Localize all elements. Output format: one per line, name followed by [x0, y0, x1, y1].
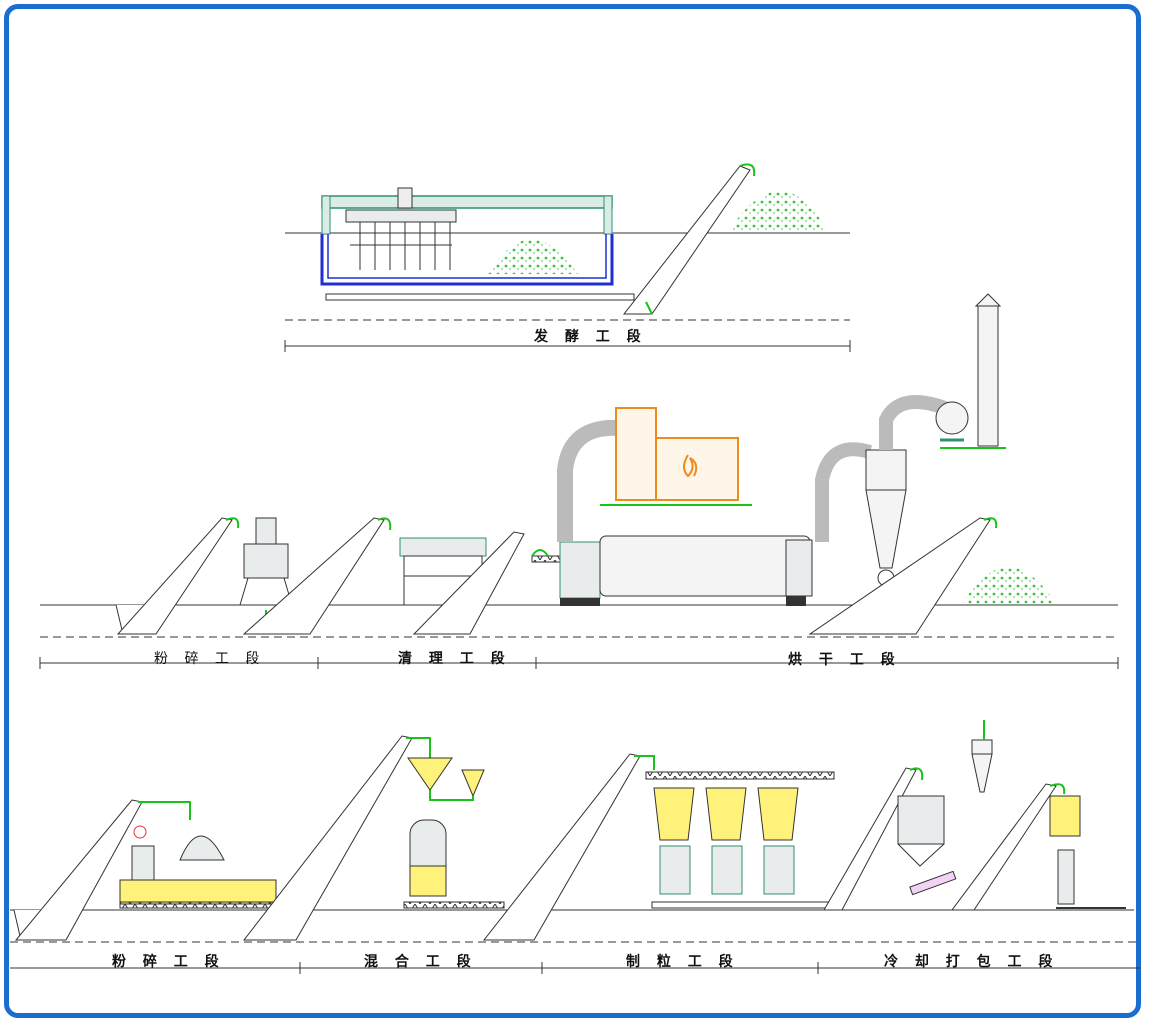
cooler-icon [897, 795, 957, 896]
conveyor-icon [823, 767, 917, 911]
chimney [940, 293, 1006, 449]
fire-icon [683, 454, 698, 478]
pellet-mill-icon [653, 787, 799, 895]
section-label-pelleting: 制 粒 工 段 [626, 954, 739, 970]
middle-row [39, 293, 1119, 669]
conveyor-icon [482, 753, 641, 941]
crusher [239, 517, 293, 624]
conveyor-icon [242, 735, 413, 941]
fan-icon [935, 401, 969, 442]
bagging-scale-icon [1049, 795, 1126, 909]
compost-turner [321, 187, 613, 270]
product-pile [728, 191, 828, 232]
mixer [409, 819, 447, 897]
hot-air-furnace [600, 407, 752, 506]
fermentation-tank [320, 234, 614, 286]
product-pile [962, 567, 1056, 604]
section-label-fermentation: 发 酵 工 段 [534, 329, 647, 345]
bottom-row [10, 720, 1140, 974]
compost-pile [488, 239, 578, 274]
section-label-crushing-top: 粉 碎 工 段 [154, 651, 266, 667]
cyclone-icon [865, 449, 907, 587]
screener [399, 537, 487, 605]
conveyor-icon [412, 531, 525, 635]
section-label-drying: 烘 干 工 段 [788, 652, 901, 668]
hopper-icon [407, 757, 485, 801]
hammer-mill [119, 825, 277, 905]
conveyor-icon [808, 517, 991, 635]
fermentation-section [284, 163, 851, 352]
cyclone-icon [971, 720, 993, 793]
conveyor-icon [951, 783, 1057, 911]
conveyor-icon [14, 799, 143, 941]
hot-air-duct [557, 419, 621, 542]
section-label-mixing: 混 合 工 段 [364, 954, 477, 970]
inclined-conveyor [622, 163, 756, 315]
section-label-cleaning: 清 理 工 段 [398, 651, 511, 667]
dryer-drum-icon [559, 535, 813, 606]
conveyor-icon [325, 293, 635, 301]
section-label-crushing-bottom: 粉 碎 工 段 [112, 954, 225, 970]
conveyor-icon [242, 517, 385, 635]
section-label-cooling-packing: 冷 却 打 包 工 段 [884, 954, 1059, 970]
conveyor-icon [116, 517, 233, 635]
